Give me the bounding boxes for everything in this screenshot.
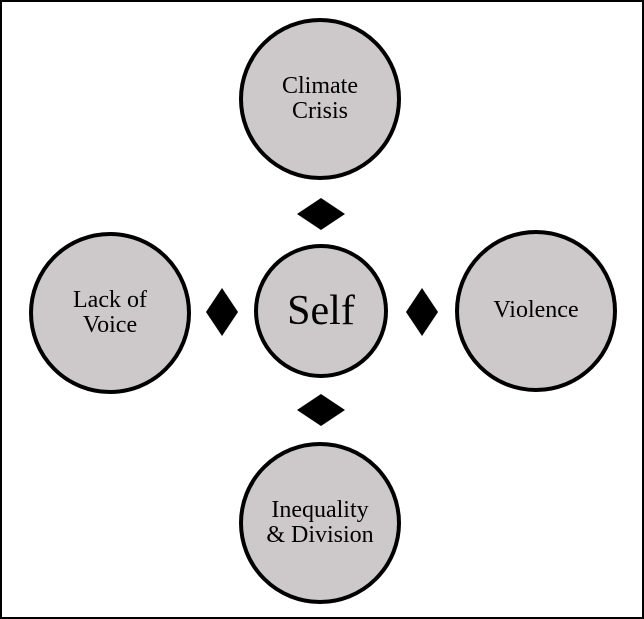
node-self: Self [254, 244, 388, 378]
node-climate-crisis: Climate Crisis [239, 18, 401, 180]
connector-diamond-right [406, 288, 438, 336]
connector-diamond-left [206, 288, 238, 336]
node-label: Violence [493, 297, 579, 324]
node-violence: Violence [455, 230, 617, 392]
node-label-line1: Inequality [271, 496, 369, 523]
node-label-line2: & Division [266, 522, 374, 548]
connector-diamond-top [297, 198, 345, 230]
node-label: Self [287, 287, 355, 334]
connector-diamond-bottom [297, 394, 345, 426]
node-lack-of-voice: Lack of Voice [29, 232, 191, 394]
node-label: Lack of Voice [73, 286, 147, 338]
node-label: Climate Crisis [282, 72, 358, 124]
node-inequality-division: Inequality & Division [239, 442, 401, 604]
